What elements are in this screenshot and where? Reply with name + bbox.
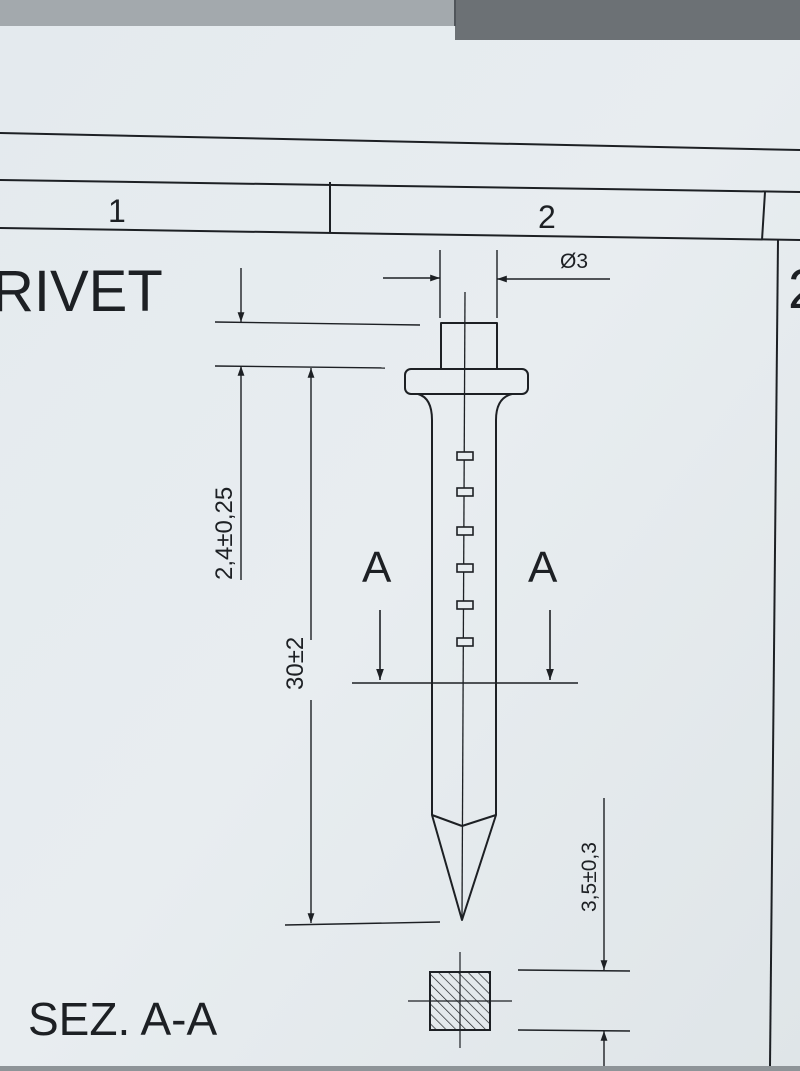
diameter-dimension [383, 274, 610, 283]
sheet-edge-char: 2 [788, 257, 800, 320]
length-label: 30±2 [282, 637, 309, 690]
axis-marks [456, 451, 474, 647]
paper-sheet [0, 12, 800, 1066]
section-title: SEZ. A-A [28, 993, 217, 1045]
section-mark-right: A [528, 543, 558, 592]
rivet-outline [404, 322, 529, 921]
section-arrows [376, 610, 554, 680]
section-size-label: 3,5±0,3 [578, 842, 601, 912]
title-block-frame [0, 132, 800, 1067]
section-view [408, 952, 512, 1048]
head-height-label: 2,4±0,25 [211, 487, 238, 580]
column-number-1: 1 [108, 193, 126, 229]
diameter-label: Ø3 [560, 250, 588, 273]
extension-lines [214, 250, 631, 1032]
section-mark-left: A [362, 543, 392, 592]
part-title: RIVET [0, 259, 163, 324]
column-number-2: 2 [538, 199, 556, 235]
